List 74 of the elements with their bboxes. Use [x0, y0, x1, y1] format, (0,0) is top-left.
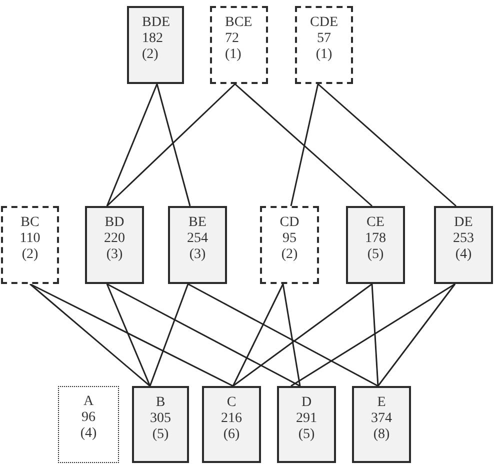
count-value: (4): [455, 247, 472, 263]
connector-line: [30, 283, 234, 387]
connector-line: [188, 283, 378, 387]
support-value: 182: [142, 31, 163, 47]
itemset-label: E: [377, 395, 386, 411]
connector-line: [232, 284, 284, 386]
itemset-box: [85, 206, 144, 284]
count-value: (4): [80, 426, 97, 442]
itemset-box: [277, 386, 336, 463]
support-value: 178: [365, 231, 386, 247]
support-value: 305: [150, 411, 171, 427]
itemset-label: CE: [366, 215, 384, 231]
itemset-box: [132, 386, 189, 463]
itemset-box: [127, 6, 184, 84]
connector-line: [290, 84, 319, 206]
support-value: 253: [453, 231, 474, 247]
support-value: 254: [187, 231, 208, 247]
connector-line: [234, 83, 372, 207]
connector-line: [30, 283, 150, 387]
itemset-box: [352, 386, 411, 463]
count-value: (5): [367, 247, 384, 263]
count-value: (5): [298, 427, 315, 443]
itemset-box: [168, 206, 227, 284]
itemset-box: [202, 386, 261, 463]
itemset-label: BC: [20, 215, 40, 231]
itemset-label: BCE: [225, 15, 252, 31]
support-value: 110: [20, 231, 40, 247]
connector-line: [377, 284, 456, 386]
count-value: (3): [189, 247, 206, 263]
itemset-label: DE: [454, 215, 473, 231]
itemset-label: C: [226, 395, 236, 411]
itemset-box: [434, 206, 493, 284]
count-value: (6): [223, 427, 240, 443]
connector-line: [106, 84, 158, 206]
support-value: 95: [282, 231, 296, 247]
itemset-label: BD: [104, 215, 124, 231]
itemset-label: CDE: [310, 15, 338, 31]
connector-line: [106, 284, 151, 386]
support-value: 216: [221, 411, 242, 427]
itemset-box: [295, 6, 353, 84]
connector-line: [106, 283, 300, 387]
support-value: 72: [225, 31, 239, 47]
connector-line: [156, 84, 191, 206]
itemset-label: D: [301, 395, 312, 411]
itemset-box: [260, 206, 319, 284]
count-value: (1): [225, 47, 242, 63]
connector-line: [149, 284, 189, 386]
count-value: (2): [142, 47, 158, 63]
support-value: 220: [104, 231, 125, 247]
itemset-box: [346, 206, 405, 284]
support-value: 374: [371, 411, 392, 427]
connector-line: [318, 83, 456, 207]
count-value: (5): [152, 427, 169, 443]
support-value: 291: [296, 411, 317, 427]
itemset-label: CD: [280, 215, 300, 231]
support-value: 57: [317, 31, 331, 47]
itemset-box: [1, 206, 59, 284]
count-value: (8): [373, 427, 390, 443]
itemset-label: A: [83, 394, 94, 410]
itemset-box: [210, 6, 268, 84]
itemset-label: B: [156, 395, 166, 411]
connector-line: [371, 284, 379, 386]
connector-line: [106, 83, 236, 207]
itemset-box: [58, 386, 119, 463]
count-value: (3): [106, 247, 123, 263]
count-value: (1): [316, 47, 332, 63]
itemset-label: BE: [188, 215, 206, 231]
connector-line: [282, 284, 301, 386]
connector-line: [232, 283, 372, 387]
count-value: (2): [22, 247, 38, 263]
connector-line: [290, 283, 456, 387]
itemset-label: BDE: [142, 15, 170, 31]
count-value: (2): [281, 247, 298, 263]
support-value: 96: [82, 410, 96, 426]
